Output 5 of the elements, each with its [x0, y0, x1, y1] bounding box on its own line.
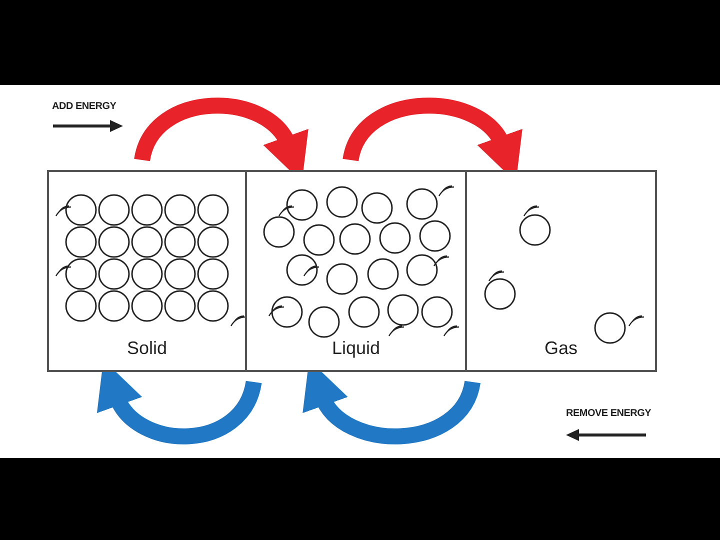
energy-label: REMOVE ENERGY — [566, 407, 652, 421]
state-label: Liquid — [330, 337, 382, 360]
state-label: Gas — [543, 337, 578, 360]
energy-label: ADD ENERGY — [52, 100, 116, 114]
state-label: Solid — [126, 337, 168, 360]
